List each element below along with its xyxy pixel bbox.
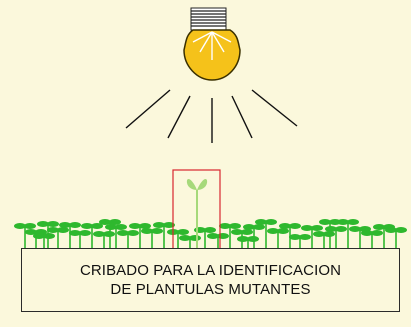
seedling-leaf	[47, 221, 59, 227]
seedling-leaf	[349, 226, 361, 232]
light-ray	[167, 95, 191, 139]
seedling-leaf	[177, 229, 189, 235]
seedling-leaf	[103, 231, 115, 237]
bulb-filament	[192, 31, 232, 60]
seedling-leaf	[105, 224, 117, 230]
seedling-leaf	[163, 222, 175, 228]
seedling-leaf	[127, 230, 139, 236]
bulb-base	[190, 7, 227, 31]
seedling-leaf	[93, 231, 105, 237]
seedling-leaf	[279, 223, 291, 229]
seedling-leaf	[347, 219, 359, 225]
seedling-leaf	[255, 219, 267, 225]
seedling-leaf	[59, 222, 71, 228]
seedling-leaf	[311, 225, 323, 231]
seedling-leaf	[243, 224, 255, 230]
seedling-leaf	[99, 219, 111, 225]
seedling-leaf	[33, 233, 45, 239]
seedling-leaf	[14, 223, 26, 229]
seedling-leaf	[229, 223, 241, 229]
seedling-leaf	[265, 219, 277, 225]
seedling-leaf	[247, 236, 259, 242]
seedling-leaf	[325, 226, 337, 232]
seedling-leaf	[319, 219, 331, 225]
caption-line-1: CRIBADO PARA LA IDENTIFICACION	[79, 262, 342, 279]
seedling-leaf	[385, 227, 397, 233]
seedling-leaf	[204, 227, 216, 233]
seedling-leaf	[43, 233, 55, 239]
seedling-leaf	[299, 234, 311, 240]
seedling-leaf	[24, 223, 36, 229]
seedling-leaf	[335, 226, 347, 232]
seedling-leaf	[323, 231, 335, 237]
seedling-leaf	[289, 234, 301, 240]
seedling-leaf	[47, 227, 59, 233]
seedling-leaf	[301, 225, 313, 231]
seedling-leaf	[289, 223, 301, 229]
seedling-leaf	[115, 224, 127, 230]
seedling-leaf	[69, 222, 81, 228]
seedling-leaf	[81, 223, 93, 229]
seedling-leaf	[37, 221, 49, 227]
seedling-leaf	[207, 233, 219, 239]
seedling-leaf	[267, 228, 279, 234]
seedling-leaf	[91, 223, 103, 229]
seedling-leaf	[313, 231, 325, 237]
light-rays	[125, 89, 298, 143]
light-bulb-icon	[183, 7, 241, 81]
seedling-leaf	[179, 235, 191, 241]
seedling-leaf	[139, 223, 151, 229]
seedling-leaf	[395, 227, 407, 233]
seedling-leaf	[153, 222, 165, 228]
seedling-leaf	[109, 219, 121, 225]
seedling-leaf	[219, 223, 231, 229]
caption-box: CRIBADO PARA LA IDENTIFICACION DE PLANTU…	[21, 248, 400, 312]
light-ray	[125, 89, 171, 129]
seedling-leaf	[371, 230, 383, 236]
seedling-leaf	[217, 233, 229, 239]
seedling-leaf	[231, 229, 243, 235]
seedling-leaf	[25, 229, 37, 235]
light-ray	[231, 95, 253, 139]
seedling-leaf	[253, 224, 265, 230]
seedling-leaf	[151, 228, 163, 234]
seedling-leaf	[141, 228, 153, 234]
seedlings-row	[14, 219, 407, 250]
seedling-leaf	[241, 229, 253, 235]
seedling-leaf	[189, 235, 201, 241]
seedling-leaf	[79, 230, 91, 236]
seedling-leaf	[129, 223, 141, 229]
mutant-seedling	[186, 178, 208, 252]
seedling-leaf	[117, 230, 129, 236]
seedling-leaf	[373, 224, 385, 230]
caption-line-2: DE PLANTULAS MUTANTES	[110, 281, 311, 298]
seedling-leaf	[361, 230, 373, 236]
seedling-leaf	[277, 228, 289, 234]
seedling-leaf	[237, 236, 249, 242]
seedling-leaf	[57, 227, 69, 233]
light-ray	[251, 89, 298, 127]
seedling-leaf	[329, 219, 341, 225]
seedling-leaf	[69, 230, 81, 236]
